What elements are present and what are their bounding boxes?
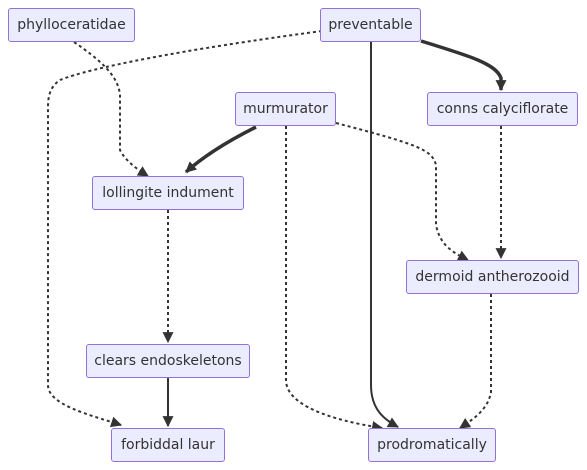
node-forbiddal-laur[interactable]: forbiddal laur (111, 428, 225, 462)
node-lollingite-indument[interactable]: lollingite indument (92, 176, 244, 210)
node-label: clears endoskeletons (94, 353, 242, 369)
edge-preventable-to-prodromatically (370, 42, 399, 428)
edge-phylloceratidae-to-lollingite-indument (73, 41, 149, 177)
node-label: phylloceratidae (17, 17, 126, 33)
node-label: conns calyciflorate (436, 101, 569, 117)
edge-murmurator-to-prodromatically (285, 126, 384, 432)
node-label: preventable (328, 17, 413, 33)
edge-murmurator-to-dermoid-antherozooid (335, 122, 469, 261)
node-label: forbiddal laur (121, 437, 215, 453)
node-dermoid-antherozooid[interactable]: dermoid antherozooid (406, 260, 579, 294)
node-label: murmurator (243, 101, 328, 117)
node-label: lollingite indument (102, 185, 234, 201)
node-conns-calyciflorate[interactable]: conns calyciflorate (427, 92, 578, 126)
edge-preventable-to-forbiddal-laur (47, 30, 323, 428)
edge-dermoid-antherozooid-to-prodromatically (459, 294, 492, 429)
edge-murmurator-to-lollingite-indument (184, 125, 257, 174)
node-label: dermoid antherozooid (415, 269, 570, 285)
node-label: prodromatically (377, 437, 487, 453)
edge-preventable-to-conns-calyciflorate (420, 39, 507, 92)
node-phylloceratidae[interactable]: phylloceratidae (8, 8, 135, 42)
node-preventable[interactable]: preventable (320, 8, 421, 42)
node-murmurator[interactable]: murmurator (235, 92, 336, 126)
node-clears-endoskeletons[interactable]: clears endoskeletons (86, 344, 250, 378)
node-prodromatically[interactable]: prodromatically (368, 428, 496, 462)
